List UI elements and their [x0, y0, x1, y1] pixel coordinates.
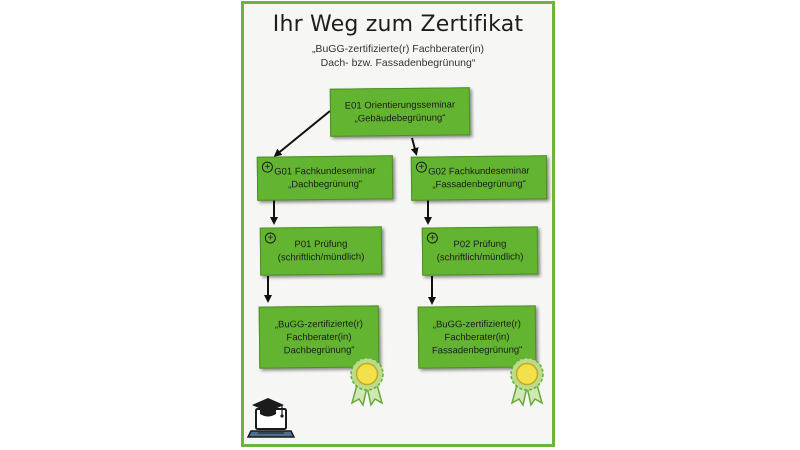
node-g02-line2: „Fassadenbegrünung“ [432, 178, 526, 191]
node-g01: + G01 Fachkundeseminar „Dachbegrünung“ [256, 155, 394, 201]
node-p02: + P02 Prüfung (schriftlich/mündlich) [421, 226, 539, 276]
node-g01-line1: G01 Fachkundeseminar [274, 165, 376, 178]
arrow-e01-to-g01 [273, 110, 331, 157]
subtitle-line-2: Dach- bzw. Fassadenbegrünung“ [320, 57, 476, 69]
award-medal-icon [350, 357, 384, 407]
graduation-laptop-icon [246, 398, 296, 438]
node-c02-line2: Fachberater(in) [444, 331, 510, 343]
node-e01-line2: „Gebäudebegrünung“ [354, 112, 446, 125]
node-p02-line1: P02 Prüfung [453, 238, 507, 251]
page-title: Ihr Weg zum Zertifikat [272, 12, 524, 37]
node-p01-line1: P01 Prüfung [294, 238, 348, 251]
node-g02: + G02 Fachkundeseminar „Fassadenbegrünun… [410, 155, 548, 201]
node-p01: + P01 Prüfung (schriftlich/mündlich) [259, 226, 383, 276]
node-p01-line2: (schriftlich/mündlich) [277, 251, 365, 264]
node-c01-line2: Fachberater(in) [286, 331, 352, 343]
subtitle: „BuGG-zertifizierte(r) Fachberater(in) D… [244, 42, 552, 70]
subtitle-line-1: „BuGG-zertifizierte(r) Fachberater(in) [311, 43, 485, 55]
plus-icon: + [264, 232, 276, 244]
node-c01-line1: „BuGG-zertifizierte(r) [274, 318, 363, 330]
award-medal-icon [510, 357, 544, 407]
node-e01: E01 Orientierungsseminar „Gebäudebegrünu… [329, 87, 471, 137]
certificate-path-card: Ihr Weg zum Zertifikat „BuGG-zertifizier… [241, 1, 555, 447]
plus-icon: + [426, 232, 438, 244]
node-p02-line2: (schriftlich/mündlich) [436, 251, 524, 264]
arrow-e01-to-g02 [410, 137, 419, 156]
node-g01-line2: „Dachbegrünung“ [288, 178, 363, 191]
node-e01-line1: E01 Orientierungsseminar [344, 99, 456, 112]
node-g02-line1: G02 Fachkundeseminar [428, 165, 530, 178]
node-c02-line1: „BuGG-zertifizierte(r) [432, 318, 521, 330]
plus-icon: + [415, 161, 427, 173]
plus-icon: + [261, 161, 273, 173]
